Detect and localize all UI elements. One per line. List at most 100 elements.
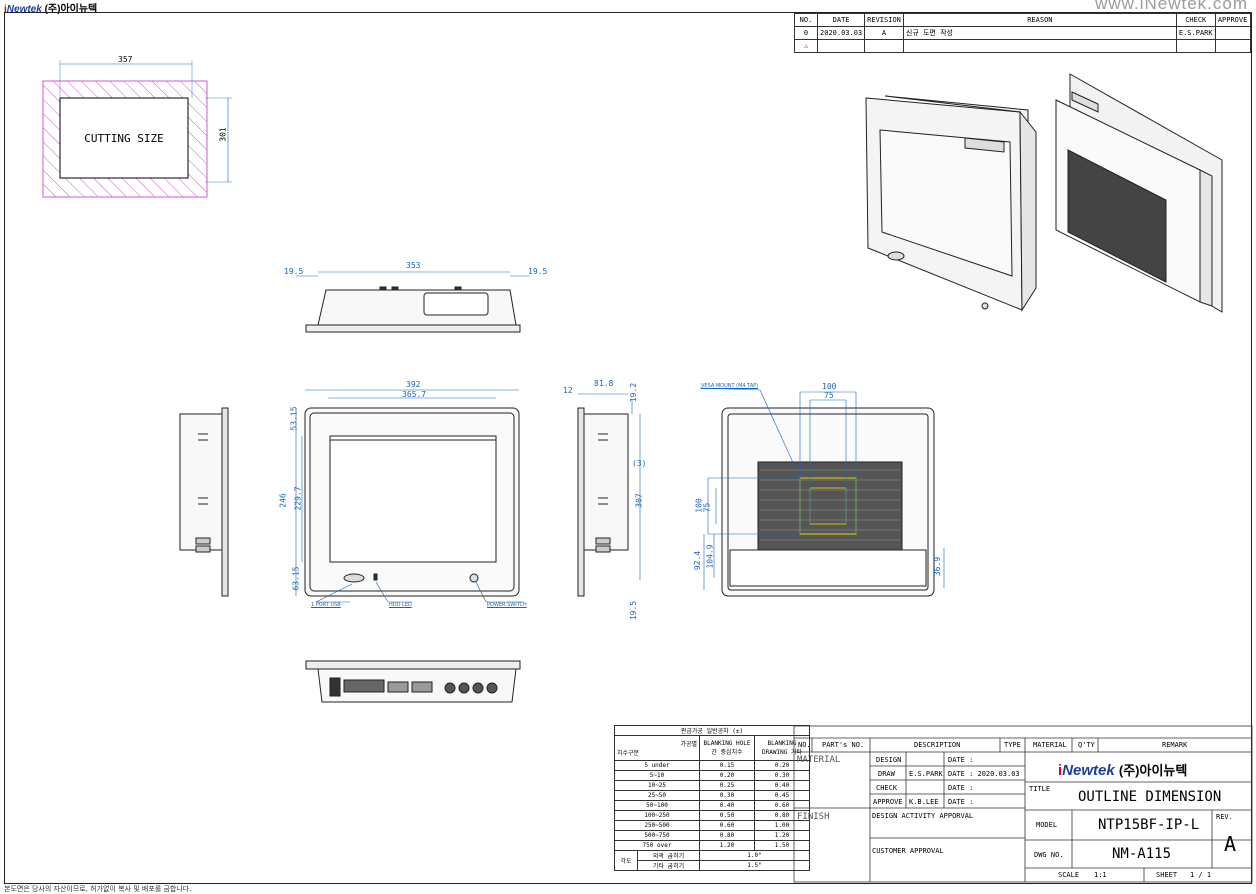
tb-draw-label: DRAW [878,770,895,778]
tol-cell: 5 under [614,760,700,771]
bottom-view [305,660,521,703]
tb-draw-date: DATE : 2020.03.03 [948,770,1020,778]
tb-scale-label: SCALE [1058,871,1080,879]
revision-table: NO. DATE REVISION REASON CHECK APPROVE 0… [794,13,1251,53]
tb-dwg-value: NM-A115 [1112,846,1172,862]
tol-cell: 1.00 [754,820,810,831]
tol-cell: 0.25 [699,780,755,791]
website-url[interactable]: www.iNewtek.com [1095,0,1248,13]
iso-rear-view [1055,73,1223,313]
tb-drawer-name: E.S.PARK [909,770,943,778]
tol-cell: 0.60 [699,820,755,831]
cutting-width-dim: 357 [118,55,133,64]
side-height-dim: 307 [634,493,644,508]
rear-offset-92-dim: 92.4 [693,550,703,571]
tolerance-col1-label: 가공별 [680,741,697,748]
tb-material-header: MATERIAL [1033,741,1067,749]
table-row: 가공별 치수구분 BLANKING HOLE간 중심치수 BLANKING DR… [614,735,810,761]
cutting-size-label: CUTTING SIZE [84,131,164,145]
tolerance-col3: BLANKING DRAWING 기타 [754,735,810,761]
rear-offset-104-dim: 104.9 [705,544,715,569]
tol-cell: 0.40 [699,800,755,811]
tb-model-value: NTP15BF-IP-L [1098,817,1200,833]
tol-cell: 외곽 굽히기 [637,850,700,861]
tb-sheet-label: SHEET [1156,871,1178,879]
front-outer-width-dim: 392 [406,380,421,389]
logo-i: i [4,4,7,15]
vesa-75-dim: 75 [824,391,834,400]
tolerance-table: 판금가공 일반공차 (±) 가공별 치수구분 BLANKING HOLE간 중심… [614,725,810,871]
tb-part-no-header: PART's NO. [822,741,865,749]
iso-front-view [865,95,1037,312]
revision-header-row: NO. DATE REVISION REASON CHECK APPROVE [794,13,1251,27]
tolerance-col2: BLANKING HOLE간 중심치수 [699,735,755,761]
tb-material-label: MATERIAL [797,755,841,765]
tb-scale-value: 1:1 [1094,871,1107,879]
tb-qty-header: Q'TY [1078,741,1095,749]
front-inner-height-dim: 229.7 [293,486,303,511]
top-right-offset-dim: 19.5 [528,267,548,276]
cutting-height-dim: 301 [218,127,228,142]
tolerance-title: 판금가공 일반공차 (±) [614,725,810,736]
tb-approve-date: DATE : [948,798,974,806]
tol-cell: 25~50 [614,790,700,801]
tb-logo-korean: (주)아이뉴텍 [1118,763,1188,778]
tol-cell: 50~100 [614,800,700,811]
tol-cell: 0.80 [699,830,755,841]
top-width-dim: 353 [406,261,421,270]
rear-offset-right-dim: 36.9 [933,556,943,577]
tol-cell: 0.60 [754,800,810,811]
tb-company-logo: iNewtek (주)아이뉴텍 [1058,760,1187,779]
tol-cell: 750 over [614,840,700,851]
tol-cell: 0.40 [754,780,810,791]
tb-type-header: TYPE [1004,741,1021,749]
tol-cell: 1.5° [699,860,810,871]
side-top-dim: 19.2 [629,382,639,403]
front-bottom-margin-dim: 63.15 [291,566,301,591]
vesa-v75-dim: 75 [702,502,712,513]
tb-check-date: DATE : [948,784,974,792]
table-row: 판금가공 일반공차 (±) [614,725,810,736]
tb-remark-header: REMARK [1162,741,1188,749]
front-top-margin-dim: 53.15 [289,406,299,431]
tol-cell: 500~750 [614,830,700,841]
front-height-dim: 246 [278,493,288,508]
rev-cell [816,39,866,53]
logo-brand: Newtek [6,4,42,15]
table-row: 각도 외곽 굽히기 1.0° [614,850,810,871]
side-bezel-dim: 12 [563,386,573,395]
footer-copyright-note: 본도면은 당사의 자산이므로, 허가없이 복사 및 배포를 금합니다. [4,885,192,893]
tb-sheet-value: 1 / 1 [1190,871,1212,879]
tb-approver-name: K.B.LEE [909,798,939,806]
tb-design-date: DATE : [948,756,974,764]
hdd-led-label: HDD LED [389,602,412,608]
tol-cell: 0.15 [699,760,755,771]
tb-design-label: DESIGN [876,756,902,764]
tb-rev-value: A [1224,832,1237,856]
usb-port-label: 1 PORT USB [311,602,341,608]
logo-korean: (주)아이뉴텍 [44,4,98,15]
side-bottom-dim: 19.5 [629,600,639,621]
drawing-frame [4,12,1252,884]
rev-cell [1214,39,1251,53]
tb-design-activity: DESIGN ACTIVITY APPORVAL [872,812,974,820]
tb-finish-label: FINISH [797,812,830,822]
tol-cell: 1.50 [754,840,810,851]
tol-cell: 1.20 [699,840,755,851]
tb-description-header: DESCRIPTION [914,741,961,749]
rear-view [699,387,945,597]
tb-customer-approval: CUSTOMER APPROVAL [872,847,944,855]
tol-cell: 10~25 [614,780,700,791]
tol-cell: 250~500 [614,820,700,831]
tb-logo-i: i [1058,762,1063,779]
tol-cell: 5~10 [614,770,700,781]
tol-cell: 0.30 [699,790,755,801]
table-row: ⚠ [794,39,1251,53]
